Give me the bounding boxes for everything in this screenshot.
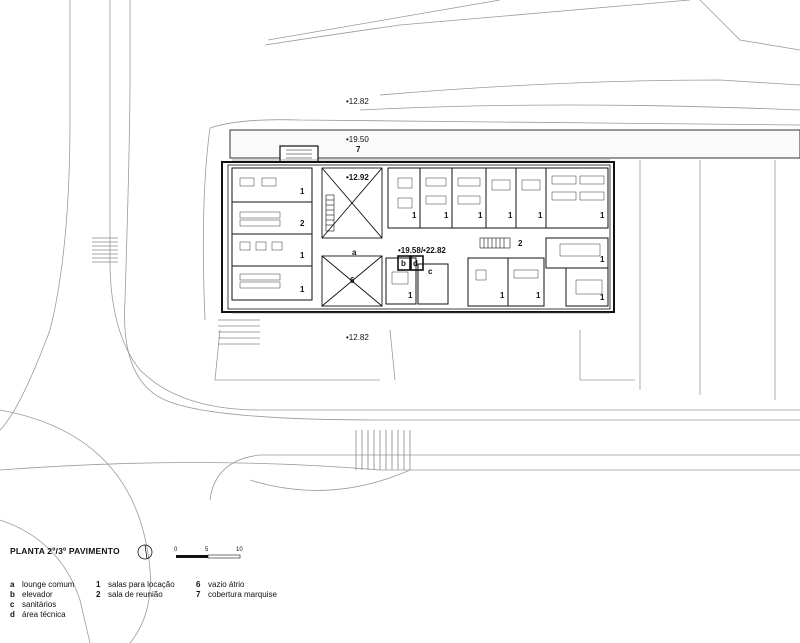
facade-brises [232,159,610,314]
furniture [239,175,605,295]
scale-bar: 0 5 10 [174,547,243,559]
level-mark: •12.92 [346,173,369,182]
left-office-rooms [231,167,313,301]
room-tag-office: 1 [412,211,417,220]
room-tag-office: 1 [536,291,541,300]
room-tag-office: 1 [538,211,543,220]
core [397,255,449,305]
legend-text: salas para locação [108,580,175,589]
interior-stairs [325,194,511,249]
room-tag-office: 1 [408,291,413,300]
legend-key: 1 [96,580,101,589]
level-mark: •19.50 [346,135,369,144]
legend-text: cobertura marquise [208,590,277,599]
right-office-rooms [385,167,609,307]
room-tag-lounge: a [352,248,357,257]
legend-item: 7 cobertura marquise [196,590,277,600]
room-tag-office: 1 [600,293,605,302]
legend-column-3: 6 vazio átrio 7 cobertura marquise [196,580,277,600]
room-tag-office: 1 [444,211,449,220]
room-tag-elevator: b [401,259,406,268]
room-tag-office: 1 [500,291,505,300]
legend-text: área técnica [22,610,66,619]
room-tag-office: 1 [478,211,483,220]
legend-key: c [10,600,15,609]
room-tag-atrium: 6 [350,276,355,285]
legend-text: sanitários [22,600,57,609]
legend-item: d área técnica [10,610,74,620]
legend-item: 2 sala de reunião [96,590,175,600]
room-tag-office: 1 [600,255,605,264]
legend-text: lounge comum [22,580,75,589]
legend-text: vazio átrio [208,580,245,589]
room-tag-office: 2 [518,239,523,248]
legend-item: a lounge comum [10,580,74,590]
drawing-title: PLANTA 2º/3º PAVIMENTO [10,546,120,556]
legend-item: c sanitários [10,600,74,610]
room-tag-canopy: 7 [356,145,361,154]
legend-key: b [10,590,15,599]
room-tag-technical: d [413,259,418,268]
legend-item: 6 vazio átrio [196,580,277,590]
legend-item: 1 salas para locação [96,580,175,590]
room-tag-office: 1 [300,251,305,260]
crosswalk-stripes [92,237,411,470]
legend-key: 2 [96,590,101,599]
legend-text: elevador [22,590,53,599]
north-arrow-icon [137,544,153,560]
room-tag-office: 1 [300,285,305,294]
level-mark: •12.82 [346,97,369,106]
level-mark: •19.58/•22.82 [398,246,446,255]
legend-key: d [10,610,15,619]
scale-tick: 0 [174,547,178,553]
room-tag-office: 1 [600,211,605,220]
canopy-marquise [229,129,800,159]
legend-text: sala de reunião [108,590,163,599]
atrium-void [321,167,383,307]
legend-item: b elevador [10,590,74,600]
room-tag-office: 2 [300,219,305,228]
room-tag-restrooms: c [428,267,433,276]
legend-key: a [10,580,15,589]
level-mark: •12.82 [346,333,369,342]
legend-key: 7 [196,590,201,599]
room-tag-office: 1 [508,211,513,220]
scale-tick: 5 [205,547,209,553]
room-tag-office: 1 [300,187,305,196]
scale-tick: 10 [236,547,243,553]
legend-key: 6 [196,580,201,589]
legend-column-2: 1 salas para locação 2 sala de reunião [96,580,175,600]
